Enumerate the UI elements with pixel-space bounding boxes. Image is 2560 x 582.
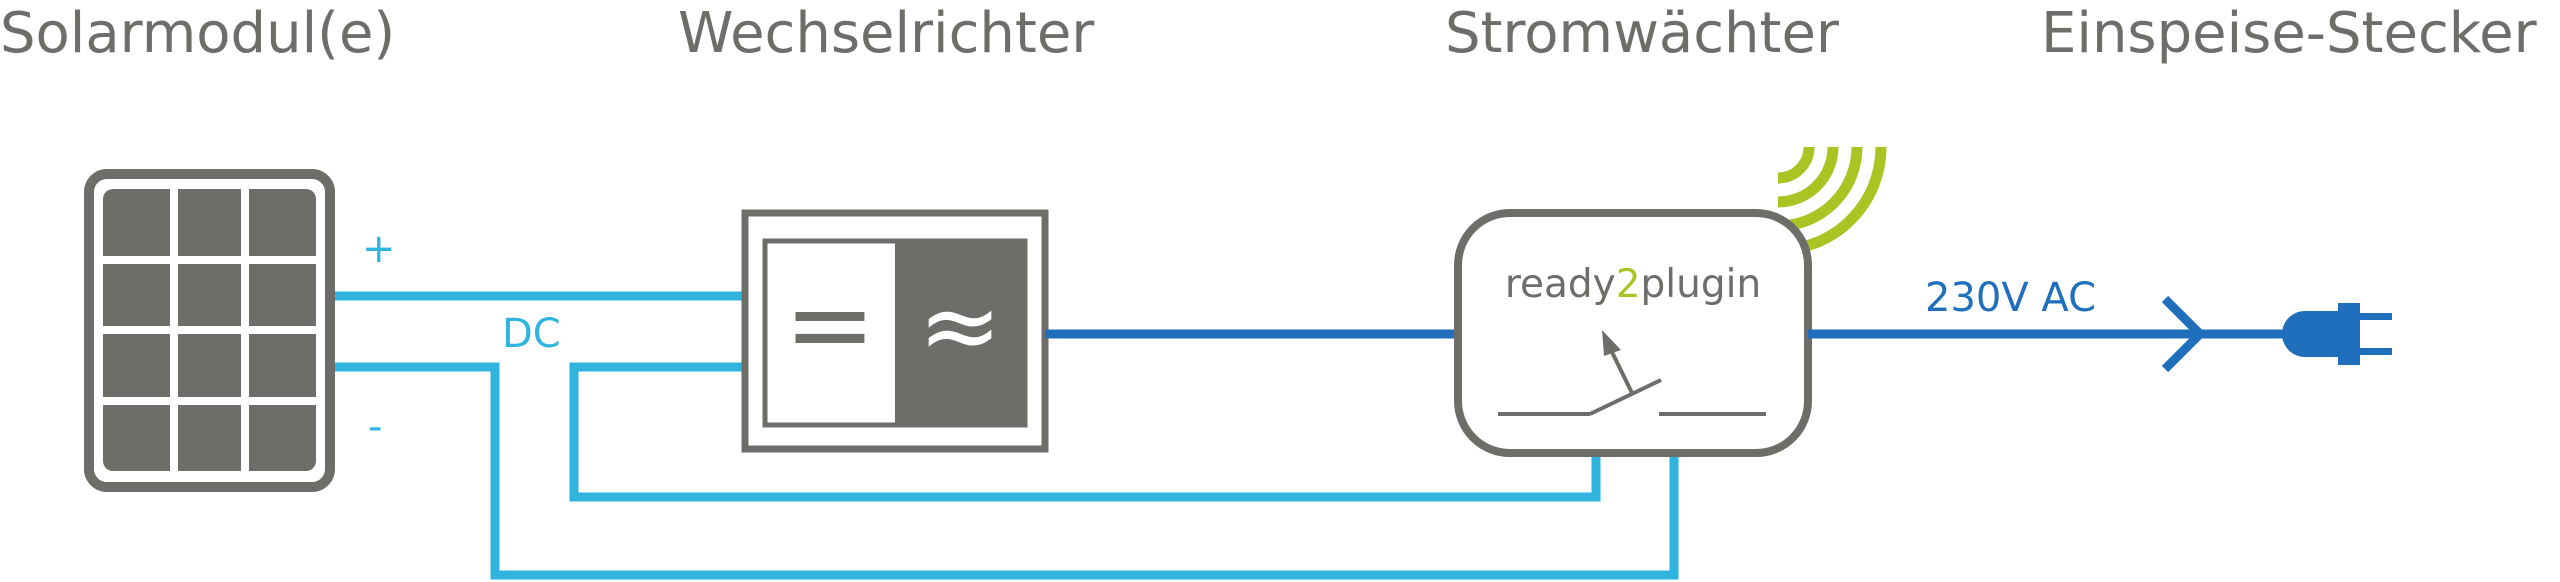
solar-module-icon — [84, 169, 335, 492]
arrow-icon — [2161, 295, 2207, 373]
dc-return-line — [569, 362, 1601, 502]
ac-symbol: ≈ — [918, 267, 1002, 384]
dc-minus-line — [330, 362, 1679, 580]
ac-label: 230V AC — [1925, 275, 2096, 321]
switch-icon — [1498, 330, 1766, 416]
dc-label: DC — [502, 311, 561, 357]
heading-inverter: Wechselrichter — [678, 1, 1095, 66]
heading-feed-plug: Einspeise-Stecker — [2041, 1, 2538, 66]
dc-plus-label: + — [362, 226, 396, 272]
dc-minus-label: - — [368, 404, 382, 450]
heading-solar-module: Solarmodul(e) — [0, 1, 395, 66]
dc-symbol: = — [784, 260, 876, 388]
power-guard-device: ready2plugin — [1454, 209, 1812, 457]
inverter-icon: = ≈ — [741, 209, 1049, 453]
dc-wiring — [330, 291, 1679, 580]
heading-power-guard: Stromwächter — [1445, 1, 1840, 66]
brand-logo: ready2plugin — [1505, 262, 1761, 307]
plug-icon — [2282, 303, 2392, 365]
